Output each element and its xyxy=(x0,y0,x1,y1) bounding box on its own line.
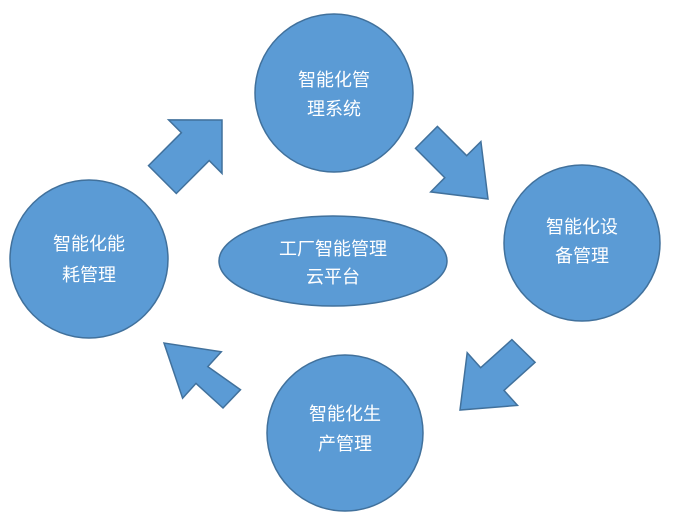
node-management-system-label-line1: 智能化管 xyxy=(298,70,370,91)
arrow-equipment-to-production xyxy=(459,338,537,411)
node-management-system: 智能化管 理系统 xyxy=(254,13,414,173)
node-management-system-circle xyxy=(254,13,414,173)
arrow-energy-to-system xyxy=(147,119,223,195)
node-energy-management: 智能化能 耗管理 xyxy=(9,179,169,339)
center-platform-ellipse xyxy=(218,215,448,307)
node-energy-management-label-line1: 智能化能 xyxy=(53,234,125,255)
arrow-system-to-equipment xyxy=(414,125,489,200)
node-equipment-management: 智能化设 备管理 xyxy=(503,164,661,322)
node-equipment-management-label-line2: 备管理 xyxy=(555,246,609,267)
node-energy-management-label-line2: 耗管理 xyxy=(62,265,116,286)
node-production-management: 智能化生 产管理 xyxy=(266,354,424,512)
arrow-production-to-energy xyxy=(162,342,242,410)
node-energy-management-circle xyxy=(9,179,169,339)
center-platform-label-line2: 云平台 xyxy=(306,267,360,288)
center-platform: 工厂智能管理 云平台 xyxy=(218,215,448,307)
node-production-management-label-line1: 智能化生 xyxy=(309,404,381,425)
center-platform-label-line1: 工厂智能管理 xyxy=(279,239,387,260)
node-equipment-management-label-line1: 智能化设 xyxy=(546,217,618,238)
node-equipment-management-circle xyxy=(503,164,661,322)
node-production-management-label-line2: 产管理 xyxy=(318,434,372,455)
node-production-management-circle xyxy=(266,354,424,512)
node-management-system-label-line2: 理系统 xyxy=(307,99,361,120)
